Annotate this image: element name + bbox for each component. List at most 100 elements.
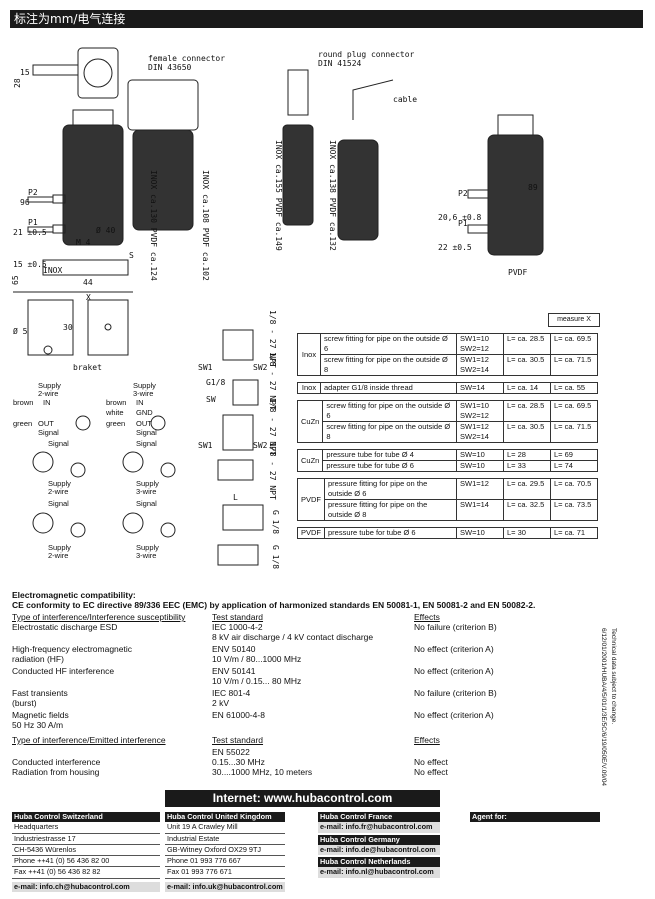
dim-44: 44 — [83, 278, 93, 287]
footer-de-mail[interactable]: e-mail: info.de@hubacontrol.com — [318, 844, 440, 856]
fitting-desc: adapter G1/8 inside thread — [320, 382, 457, 394]
footer-uk-l5: Fax 01 993 776 671 — [165, 867, 285, 879]
emc-emitted-headers: Type of interference/Emitted interferenc… — [12, 735, 632, 747]
label-g18b: G 1/8 — [271, 545, 280, 569]
internet-banner[interactable]: Internet: www.hubacontrol.com — [165, 790, 440, 807]
wiring-3wire: 3-wire — [133, 389, 153, 398]
wiring-out-3w: OUT — [136, 419, 152, 428]
dim-inox-130: INOX ca.130 PVDF ca.124 — [149, 170, 158, 281]
wiring-brown: brown — [13, 398, 33, 407]
footer-ch-l4: Phone ++41 (0) 56 436 82 00 — [12, 856, 160, 868]
wiring-2wire-a: 2-wire — [48, 487, 68, 496]
fitting-row: screw fitting for pipe on the outside Ø … — [298, 421, 598, 443]
dim-s: S — [129, 251, 134, 260]
fitting-sw: SW=10 — [456, 527, 504, 539]
label-sw2b: SW2 — [253, 441, 268, 450]
footer-uk-mail[interactable]: e-mail: info.uk@hubacontrol.com — [165, 881, 285, 893]
fitting-3 — [222, 414, 254, 451]
wiring-signal-a: Signal — [48, 439, 69, 448]
emc-cell-a: Conducted HF interference — [12, 666, 115, 676]
dim-65: 65 — [11, 275, 20, 285]
footer-nl-head: Huba Control Netherlands — [318, 857, 440, 868]
fitting-desc: pressure fitting for pipe on the outside… — [324, 478, 457, 500]
wiring-brown-3w: brown — [106, 398, 126, 407]
fitting-4 — [217, 459, 254, 481]
fitting-5 — [222, 504, 264, 531]
fitting-l1: L= ca. 28.5 — [503, 333, 551, 355]
wiring-2wire-c: 2-wire — [48, 551, 68, 560]
label-npt3: 1/8 - 27 NPT — [268, 398, 277, 456]
fitting-1 — [222, 329, 254, 361]
label-npt4: 1/8 - 27 NPT — [268, 442, 277, 500]
wiring-out: OUT — [38, 419, 54, 428]
emc-cell-b: ENV 50141 10 V/m / 0.15... 80 MHz — [212, 666, 302, 686]
fitting-l2: L= ca. 71.5 — [550, 354, 598, 376]
measure-label: measure X — [548, 313, 600, 327]
emc-h2: Test standard — [212, 612, 264, 622]
footer-ch-l3: CH-5436 Würenlos — [12, 845, 160, 857]
fitting-sw: SW=14 — [456, 382, 504, 394]
fitting-sw: SW1=12 SW2=14 — [456, 354, 504, 376]
emc-subtitle: CE conformity to EC directive 89/336 EEC… — [12, 600, 536, 610]
emc-cell-c: No effect (criterion A) — [414, 710, 494, 720]
pvdf-sensor-body — [487, 134, 544, 256]
emc-headers: Type of interference/Interference suscep… — [12, 612, 632, 634]
dim-20: 20,6 ±0.8 — [438, 213, 482, 222]
fitting-row: screw fitting for pipe on the outside Ø … — [298, 354, 598, 376]
wiring-signal-c: Signal — [48, 499, 69, 508]
emc-em-cell-c: No effect — [414, 767, 448, 777]
dim-89: 89 — [528, 183, 538, 192]
fitting-6 — [217, 544, 259, 566]
wiring-supply-b: Supply — [136, 479, 159, 488]
fitting-sw: SW1=14 — [456, 499, 504, 521]
fitting-sw: SW1=10 SW2=12 — [456, 333, 504, 355]
fitting-l2: L= ca. 69.5 — [550, 400, 598, 422]
emc-em-cell-c: No effect — [414, 757, 448, 767]
fitting-2 — [232, 379, 259, 406]
bracket-side — [87, 299, 129, 356]
emc-cell-c: No failure (criterion B) — [414, 688, 497, 698]
emc-cell-a: High-frequency electromagnetic radiation… — [12, 644, 133, 664]
fitting-l1: L= ca. 30.5 — [503, 354, 551, 376]
footer-fr-mail[interactable]: e-mail: info.fr@hubacontrol.com — [318, 822, 440, 833]
fitting-desc: screw fitting for pipe on the outside Ø … — [320, 333, 457, 355]
fitting-l1: L= ca. 30.5 — [503, 421, 551, 443]
emc-em-std: EN 55022 — [212, 747, 250, 757]
fitting-sw: SW1=10 SW2=12 — [456, 400, 504, 422]
emc-em-std-row: EN 55022 — [12, 747, 632, 757]
wiring-in-3w: IN — [136, 398, 144, 407]
meter-icon — [70, 522, 86, 538]
emc-em-cell-b: 0.15...30 MHz — [212, 757, 265, 767]
meter-icon — [160, 462, 176, 478]
meter-icon — [150, 415, 166, 431]
emc-cell-c: No failure (criterion B) — [414, 622, 497, 632]
label-g18a: G 1/8 — [271, 510, 280, 534]
footer-nl-mail[interactable]: e-mail: info.nl@hubacontrol.com — [318, 867, 440, 878]
emc-cell-b: IEC 801-4 2 kV — [212, 688, 251, 708]
pvdf-connector — [497, 114, 534, 136]
label-round-plug: round plug connector — [318, 50, 415, 59]
wiring-green: green — [13, 419, 32, 428]
dim-inox-108: INOX ca.108 PVDF ca.102 — [201, 170, 210, 281]
round-plug-head — [287, 69, 309, 116]
label-npt2: 1/8 - 27 NPT — [268, 352, 277, 410]
fitting-l1: L= ca. 29.5 — [503, 478, 551, 500]
fitting-l1: L= ca. 32.5 — [503, 499, 551, 521]
footer-ch-mail[interactable]: e-mail: info.ch@hubacontrol.com — [12, 881, 160, 893]
emc-title: Electromagnetic compatibility: — [12, 590, 136, 600]
dim-inox-138: INOX ca.138 PVDF ca.132 — [328, 140, 337, 251]
connector-pin-icon — [32, 451, 54, 473]
round-plug-body — [282, 124, 314, 226]
footer-uk-l2: Industrial Estate — [165, 834, 285, 845]
dim-15b: 15 ±0.5 — [13, 260, 47, 269]
fitting-desc: screw fitting for pipe on the outside Ø … — [322, 421, 457, 443]
fitting-material: CuZn — [296, 449, 324, 472]
